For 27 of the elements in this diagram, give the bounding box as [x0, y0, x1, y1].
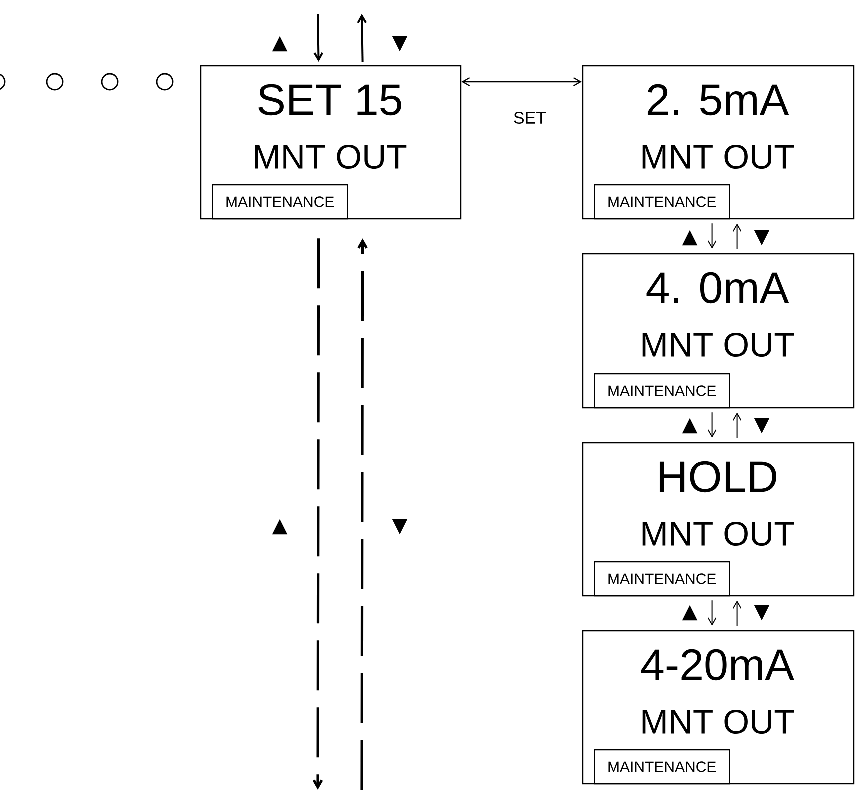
arrow	[732, 412, 742, 438]
button-symbol: ▲	[682, 230, 698, 246]
arrow	[358, 238, 368, 790]
mode-label: MAINTENANCE	[594, 373, 730, 409]
arrow	[708, 600, 717, 626]
button-symbol: ▼	[392, 519, 408, 535]
mode-label: MAINTENANCE	[594, 561, 730, 597]
arrow	[708, 223, 717, 249]
mode-label: MAINTENANCE	[594, 749, 730, 785]
button-symbol: ▼	[754, 418, 770, 434]
button-symbol: ▼	[392, 36, 408, 52]
button-symbol: ▲	[682, 605, 698, 621]
edge-label: SET	[512, 110, 548, 126]
arrow	[312, 238, 324, 790]
arrow	[357, 14, 368, 62]
arrow	[462, 77, 582, 87]
arrow	[732, 224, 742, 250]
arrow	[708, 412, 717, 438]
button-symbol: ▲	[272, 519, 288, 535]
button-symbol: ▼	[754, 230, 770, 246]
button-symbol: ▲	[682, 418, 698, 434]
button-symbol: ▼	[754, 605, 770, 621]
mode-label: MAINTENANCE	[594, 184, 730, 220]
button-symbol: ▲	[272, 36, 288, 52]
mode-label: MAINTENANCE	[212, 184, 348, 220]
arrow	[732, 600, 742, 626]
arrow	[314, 14, 324, 62]
